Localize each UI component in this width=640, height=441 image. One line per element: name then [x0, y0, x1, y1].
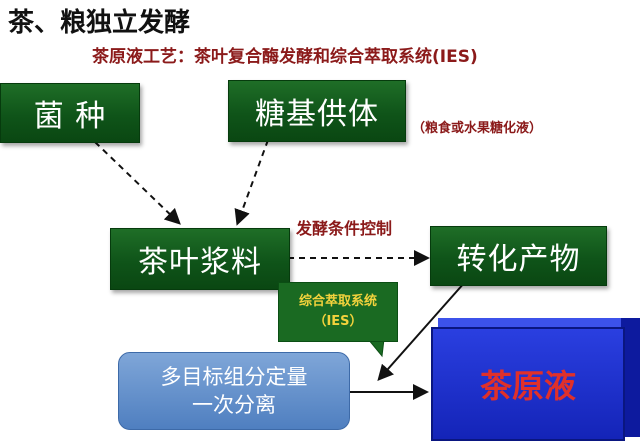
sugar-donor-note: （粮食或水果糖化液） — [412, 121, 543, 136]
fermentation-control-label: 发酵条件控制 — [296, 219, 393, 238]
node-tea-slurry-label: 茶叶浆料 — [138, 245, 262, 280]
connector-lines — [94, 139, 466, 400]
extraction-system-callout: 综合萃取系统 （IES） — [278, 282, 398, 342]
extraction-system-abbr: （IES） — [313, 314, 363, 329]
arrow-strain-to-slurry — [94, 141, 181, 225]
page-title: 茶、粮独立发酵 — [8, 8, 191, 38]
node-strain: 菌 种 — [0, 83, 140, 143]
node-sugar-donor: 糖基供体 — [228, 80, 406, 142]
arrow-sugar-to-slurry — [234, 139, 269, 226]
tea-liquor-box-side-face — [621, 318, 640, 437]
separation-line-1: 多目标组分定量 — [160, 365, 308, 389]
node-conversion-product: 转化产物 — [430, 226, 607, 286]
node-conversion-product-label: 转化产物 — [456, 242, 581, 277]
node-tea-liquor: 茶原液 — [431, 327, 625, 441]
extraction-system-label: 综合萃取系统 — [298, 294, 377, 309]
arrow-product-to-separation — [377, 281, 466, 381]
node-strain-label: 菌 种 — [33, 99, 107, 134]
node-tea-liquor-label: 茶原液 — [479, 367, 576, 405]
diagram-subtitle: 茶原液工艺：茶叶复合酶发酵和综合萃取系统(IES) — [92, 47, 478, 67]
separation-line-2: 一次分离 — [192, 393, 276, 417]
node-multi-target-separation: 多目标组分定量 一次分离 — [118, 352, 350, 430]
tea-liquor-box-top-face — [438, 318, 640, 327]
node-sugar-donor-label: 糖基供体 — [255, 97, 379, 132]
node-tea-slurry: 茶叶浆料 — [110, 228, 290, 290]
